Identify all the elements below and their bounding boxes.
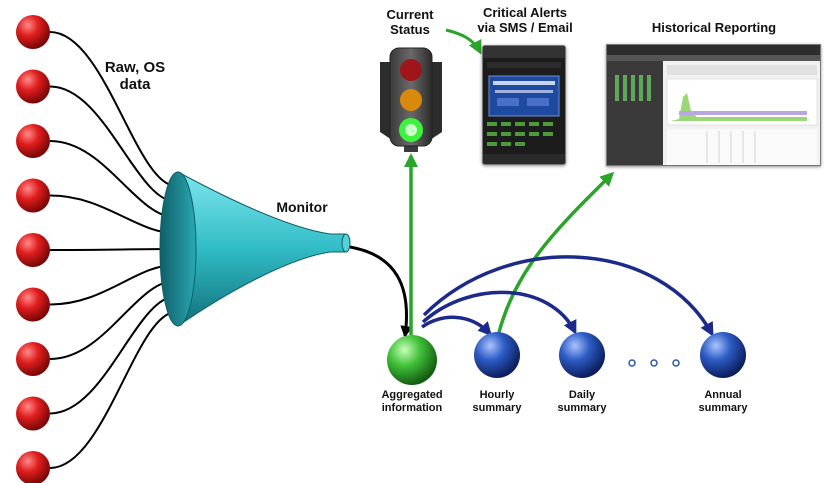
source-node (16, 342, 50, 376)
historical-report-screenshot (606, 44, 821, 166)
aggregated-label: Aggregated information (381, 389, 443, 414)
source-node (16, 451, 50, 483)
source-node (16, 69, 50, 104)
hourly-node (474, 332, 520, 378)
source-nodes (16, 15, 50, 483)
input-arrow (49, 194, 177, 238)
source-node (16, 396, 50, 431)
phone-screen-graphic (483, 46, 565, 164)
source-node (16, 124, 50, 158)
aggregate-to-hourly-arrow (420, 315, 493, 337)
raw-data-label: Raw, OS data (104, 59, 166, 94)
traffic-light-icon (380, 47, 442, 152)
alerts-phone-screenshot (482, 45, 566, 165)
annual-label: Annual summary (698, 389, 748, 414)
hourly-to-historical-arrow (496, 171, 615, 337)
daily-node (559, 332, 605, 378)
aggregate-node (387, 335, 437, 385)
critical-alerts-label: Critical Alerts via SMS / Email (477, 5, 573, 35)
annual-node (700, 332, 746, 378)
input-arrow (49, 140, 177, 222)
aggregate-to-annual-arrow (422, 255, 714, 337)
current-status-label: Current Status (386, 7, 434, 37)
source-node (16, 15, 50, 49)
monitor-funnel (159, 171, 351, 327)
input-arrow (49, 260, 177, 306)
input-arrows (49, 31, 177, 469)
aggregate-to-daily-arrow (421, 290, 577, 335)
input-arrow (49, 31, 177, 190)
historical-reporting-label: Historical Reporting (651, 20, 777, 35)
input-arrow (49, 245, 177, 254)
status-to-alerts-arrow (445, 28, 482, 55)
source-node (16, 233, 50, 267)
daily-label: Daily summary (557, 389, 607, 414)
source-node (16, 287, 50, 322)
monitor-label: Monitor (276, 199, 328, 215)
input-arrow (49, 308, 177, 469)
input-arrow (49, 85, 177, 206)
ellipsis-dots (628, 359, 680, 367)
funnel-to-aggregate-arrow (349, 245, 413, 338)
input-arrow (49, 276, 177, 360)
source-node (16, 178, 50, 213)
hourly-label: Hourly summary (472, 389, 522, 414)
report-screen-graphic (607, 45, 820, 165)
input-arrow (49, 292, 177, 415)
